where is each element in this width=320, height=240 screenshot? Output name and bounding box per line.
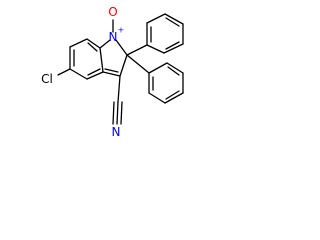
bond-double-c4-c3a	[87, 68, 101, 76]
bond-c2-ph1	[126, 44, 148, 56]
pyrrole-ring	[99, 39, 128, 77]
bond-c7a-n1	[99, 39, 111, 49]
bond-triple-b	[112, 101, 115, 125]
bond-ph2-c	[164, 92, 184, 104]
nitrile-group	[112, 75, 123, 125]
atom-chlorine-label: Cl	[41, 72, 53, 86]
atom-nitrile-nitrogen-label: N	[112, 125, 121, 139]
bond-c5-cl	[57, 68, 71, 76]
bond-triple-a	[116, 101, 119, 125]
bond-c7-c6	[69, 38, 88, 48]
bond-double-c3-c3a	[104, 68, 119, 73]
bond-c2-c3	[119, 54, 128, 77]
bond-ph1-b	[163, 43, 184, 54]
phenyl-ring-lower	[126, 54, 184, 104]
bond-ph1-d	[164, 13, 184, 25]
phenyl-ring-upper	[126, 13, 184, 56]
bond-ph1-e	[146, 13, 166, 24]
atom-nitrogen-charge-label: +	[118, 26, 125, 35]
bond-c3-c3a	[102, 71, 121, 77]
bond-c5-c4	[69, 68, 88, 80]
bond-double-c7a-c7	[87, 42, 98, 52]
bond-ph1-double-2	[165, 17, 180, 27]
bond-n1-c2	[115, 39, 128, 56]
bond-ph2-e	[166, 62, 184, 74]
bond-ph2-double-3	[167, 66, 180, 76]
bond-ph2-double-2	[165, 90, 180, 100]
bond-c3-cn	[117, 75, 121, 103]
atom-nitrogen-label: N	[109, 30, 118, 44]
bond-triple-c	[120, 101, 123, 125]
benzene-ring	[69, 38, 104, 80]
bond-ph2-b	[148, 92, 166, 104]
atom-oxygen-label: O	[108, 5, 117, 19]
bond-ph1-a	[146, 44, 165, 54]
bond-c2-ph2	[126, 54, 150, 74]
bond-c7a-c7	[86, 38, 101, 49]
chemical-structure: O N + Cl N	[41, 5, 184, 139]
bond-c3a-c7a	[99, 47, 104, 73]
bond-ph2-f	[148, 62, 168, 74]
bond-c4-c3a	[86, 71, 104, 80]
bond-ph1-double-3	[165, 41, 180, 50]
